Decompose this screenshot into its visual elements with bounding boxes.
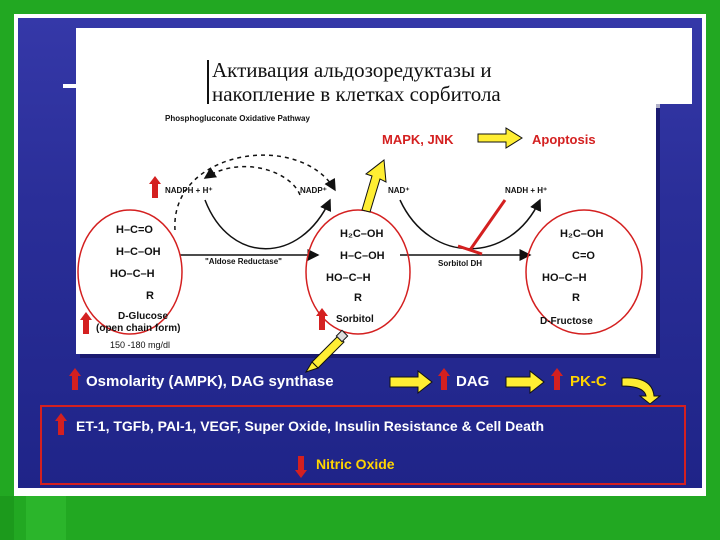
fructose-row-3: HO–C–H	[542, 272, 587, 284]
glucose-level: 150 -180 mg/dl	[110, 340, 171, 350]
glucose-name: D-Glucose	[118, 311, 169, 322]
yellow-pencil-arrow	[311, 335, 345, 369]
effects-box	[40, 405, 686, 485]
sorbitol-circle	[305, 209, 411, 335]
title-bar	[207, 60, 209, 110]
sorbitol-row-2: H–C–OH	[340, 250, 385, 262]
effects-up-list: ET-1, TGFb, PAI-1, VEGF, Super Oxide, In…	[76, 418, 545, 434]
glucose-form: (open chain form)	[96, 323, 181, 334]
red-up-arrow-pkc	[551, 368, 563, 390]
sorbitol-row-3: HO–C–H	[326, 272, 371, 284]
pathway-dashed-arc-return	[203, 165, 301, 196]
nad-label: NAD⁺	[388, 186, 410, 195]
fructose-row-1: H₂C–OH	[560, 228, 604, 240]
inhibition-line	[468, 199, 507, 251]
dag-text: DAG	[456, 373, 490, 390]
title-dash	[63, 84, 81, 88]
nad-arc	[399, 198, 542, 250]
sorbitol-dh-label: Sorbitol DH	[438, 259, 482, 268]
glucose-row-3: HO–C–H	[110, 268, 155, 280]
nitric-oxide-text: Nitric Oxide	[316, 456, 395, 472]
pathway-dashed-arc	[174, 154, 336, 231]
nadph-arc	[204, 198, 332, 250]
diagram-panel	[76, 104, 656, 354]
yellow-arrow-apoptosis	[477, 127, 523, 149]
red-down-arrow-nitric-oxide	[295, 456, 307, 478]
red-up-arrow-nadph	[149, 176, 161, 198]
inhibition-bar	[457, 244, 483, 256]
red-up-arrow-glucose	[80, 312, 92, 334]
glucose-row-2: H–C–OH	[116, 246, 161, 258]
red-up-arrow-effects	[55, 413, 67, 435]
yellow-arrow-mapk	[361, 159, 387, 213]
title-box	[76, 28, 692, 104]
fructose-circle	[525, 209, 643, 335]
osmolarity-text: Osmolarity (AMPK), DAG synthase	[86, 373, 334, 390]
green-strip-bottom	[26, 496, 66, 540]
yellow-arrow-to-pkc	[505, 369, 545, 395]
sorbitol-row-1: H₂C–OH	[340, 228, 384, 240]
green-strip-bottom-left	[0, 496, 14, 540]
aldose-reductase-label: "Aldose Reductase"	[205, 257, 282, 266]
sorbitol-name: Sorbitol	[336, 314, 374, 325]
red-up-arrow-sorbitol	[316, 308, 328, 330]
slide-title-line2: накопление в клетках сорбитола	[212, 82, 501, 106]
fructose-name: D-Fructose	[540, 316, 593, 327]
apoptosis-label: Apoptosis	[532, 132, 596, 147]
slide-title: Активация альдозоредуктазы и накопление …	[212, 58, 682, 106]
glucose-row-4: R	[146, 290, 154, 302]
sorbitol-row-4: R	[354, 292, 362, 304]
fructose-row-2: C=O	[572, 250, 595, 262]
nadph-label: NADPH + H⁺	[165, 186, 213, 195]
glucose-circle	[77, 209, 183, 335]
red-up-arrow-dag	[438, 368, 450, 390]
fructose-row-4: R	[572, 292, 580, 304]
pathway-label: Phosphogluconate Oxidative Pathway	[165, 114, 310, 123]
glucose-row-1: H–C=O	[116, 224, 153, 236]
red-up-arrow-osmolarity	[69, 368, 81, 390]
slide-title-line1: Активация альдозоредуктазы и	[212, 58, 492, 82]
nadp-label: NADP⁺	[300, 186, 327, 195]
yellow-arrow-to-dag	[389, 369, 433, 395]
mapk-label: MAPK, JNK	[382, 132, 454, 147]
diagram-panel-edge	[656, 104, 660, 358]
pkc-text: PK-C	[570, 373, 607, 390]
yellow-curved-arrow	[621, 377, 662, 405]
nadh-label: NADH + H⁺	[505, 186, 548, 195]
